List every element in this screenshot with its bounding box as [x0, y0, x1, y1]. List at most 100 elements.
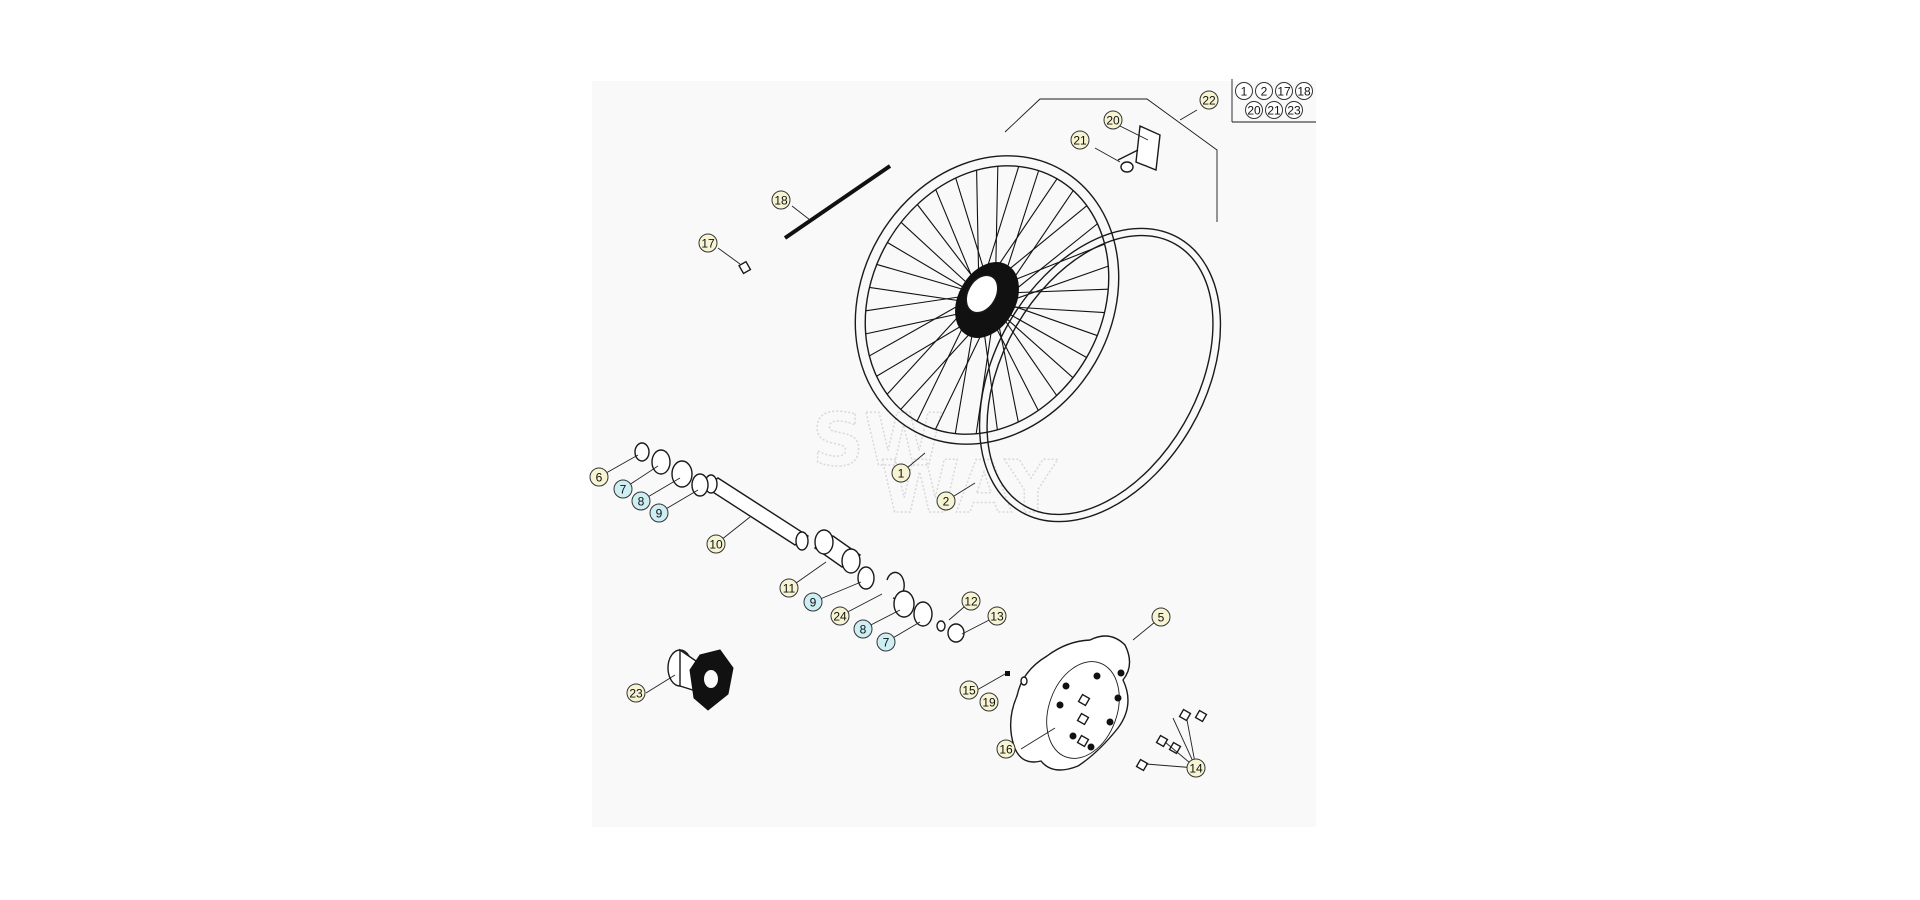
- disc-hole: [1087, 743, 1095, 751]
- kit-item-number: 20: [1247, 104, 1261, 118]
- spacer: [813, 529, 862, 574]
- callout-number: 15: [962, 684, 976, 698]
- callout-circle: [589, 467, 609, 487]
- left-bearing-stack: [634, 442, 709, 497]
- disc-hole: [1114, 694, 1122, 702]
- callout-circle: [1151, 607, 1171, 627]
- callout-number: 12: [964, 595, 978, 609]
- callout-circle: [1186, 758, 1206, 778]
- callout-c10: 10: [706, 534, 726, 554]
- kit-item-number: 21: [1267, 104, 1281, 118]
- callout-number: 5: [1158, 611, 1165, 625]
- kit-item-number: 2: [1261, 85, 1268, 99]
- callout-c5: 5: [1151, 607, 1171, 627]
- callout-circle: [779, 578, 799, 598]
- callout-number: 16: [999, 743, 1013, 757]
- kit-item-number: 18: [1297, 85, 1311, 99]
- kit-item-number: 17: [1277, 85, 1291, 99]
- kit-item: 18: [1295, 82, 1313, 100]
- callout-c6: 6: [589, 467, 609, 487]
- kit-item-circle: [1275, 82, 1293, 100]
- callout-c7b: 7: [876, 632, 896, 652]
- callout-c13: 13: [987, 606, 1007, 626]
- brake-disc: [1009, 635, 1131, 771]
- wheel-rim-outer: [854, 155, 1120, 445]
- callout-circle: [1103, 110, 1123, 130]
- kit-item: 1: [1235, 82, 1253, 100]
- disc-bolt: [1076, 734, 1090, 748]
- callout-circle: [891, 463, 911, 483]
- hub: [667, 648, 734, 711]
- callout-number: 8: [860, 623, 867, 637]
- disc-bolt-holes: [1056, 669, 1125, 751]
- disc-bolt: [1178, 708, 1192, 722]
- rim-lock: [1117, 124, 1161, 173]
- callout-number: 17: [701, 237, 715, 251]
- callout-c20: 20: [1103, 110, 1123, 130]
- kit-item-circle: [1285, 101, 1303, 119]
- callout-number: 18: [774, 194, 788, 208]
- kit-item: 17: [1275, 82, 1293, 100]
- callout-number: 22: [1202, 94, 1216, 108]
- callout-c2: 2: [936, 491, 956, 511]
- callout-number: 1: [898, 467, 905, 481]
- callout-number: 19: [982, 696, 996, 710]
- disc-washers: [1005, 671, 1028, 686]
- callout-circle: [853, 619, 873, 639]
- wheel-hub-flange: [965, 274, 999, 314]
- callout-c23: 23: [626, 683, 646, 703]
- kit-item-circle: [1265, 101, 1283, 119]
- callout-number: 20: [1106, 114, 1120, 128]
- callout-number: 7: [620, 483, 627, 497]
- callout-c7a: 7: [613, 479, 633, 499]
- kit-item: 2: [1255, 82, 1273, 100]
- callout-number: 23: [629, 687, 643, 701]
- callout-c9a: 9: [649, 503, 669, 523]
- callout-circle: [979, 692, 999, 712]
- kit-item-number: 1: [1241, 85, 1248, 99]
- disc-bolt: [1155, 734, 1169, 748]
- spoke-rod: [783, 164, 892, 240]
- callout-circle: [649, 503, 669, 523]
- callout-c9b: 9: [803, 592, 823, 612]
- callout-c14: 14: [1186, 758, 1206, 778]
- kit-item-circle: [1235, 82, 1253, 100]
- tire-band-outer: [978, 227, 1222, 523]
- callout-c16: 16: [996, 739, 1016, 759]
- disc-hole: [1056, 701, 1064, 709]
- callout-circle: [803, 592, 823, 612]
- callout-circle: [830, 606, 850, 626]
- axle: [703, 474, 810, 551]
- callout-circle: [626, 683, 646, 703]
- disc-hole: [1062, 682, 1070, 690]
- callout-number: 9: [810, 596, 817, 610]
- callout-c12: 12: [961, 591, 981, 611]
- disc-bolt: [1076, 712, 1090, 726]
- disc-hole: [1106, 718, 1114, 726]
- callout-number: 9: [656, 507, 663, 521]
- kit-bracket: [1004, 79, 1316, 222]
- tire-band: [978, 227, 1222, 523]
- disc-bolts: [1076, 693, 1208, 772]
- kit-item-circle: [1295, 82, 1313, 100]
- callout-circle: [876, 632, 896, 652]
- kit-item-circle: [1245, 101, 1263, 119]
- disc-bolt: [1194, 709, 1208, 723]
- watermark: SW WAY: [811, 397, 1059, 530]
- callout-c19: 19: [979, 692, 999, 712]
- callout-c1: 1: [891, 463, 911, 483]
- small-screw: [738, 260, 752, 275]
- callout-number: 11: [783, 582, 796, 596]
- callout-circle: [936, 491, 956, 511]
- callout-c21: 21: [1070, 130, 1090, 150]
- callout-number: 6: [596, 471, 603, 485]
- callout-number: 7: [883, 636, 890, 650]
- disc-hole: [1117, 669, 1125, 677]
- callout-number: 10: [709, 538, 723, 552]
- callout-circle: [1070, 130, 1090, 150]
- callout-number: 21: [1073, 134, 1087, 148]
